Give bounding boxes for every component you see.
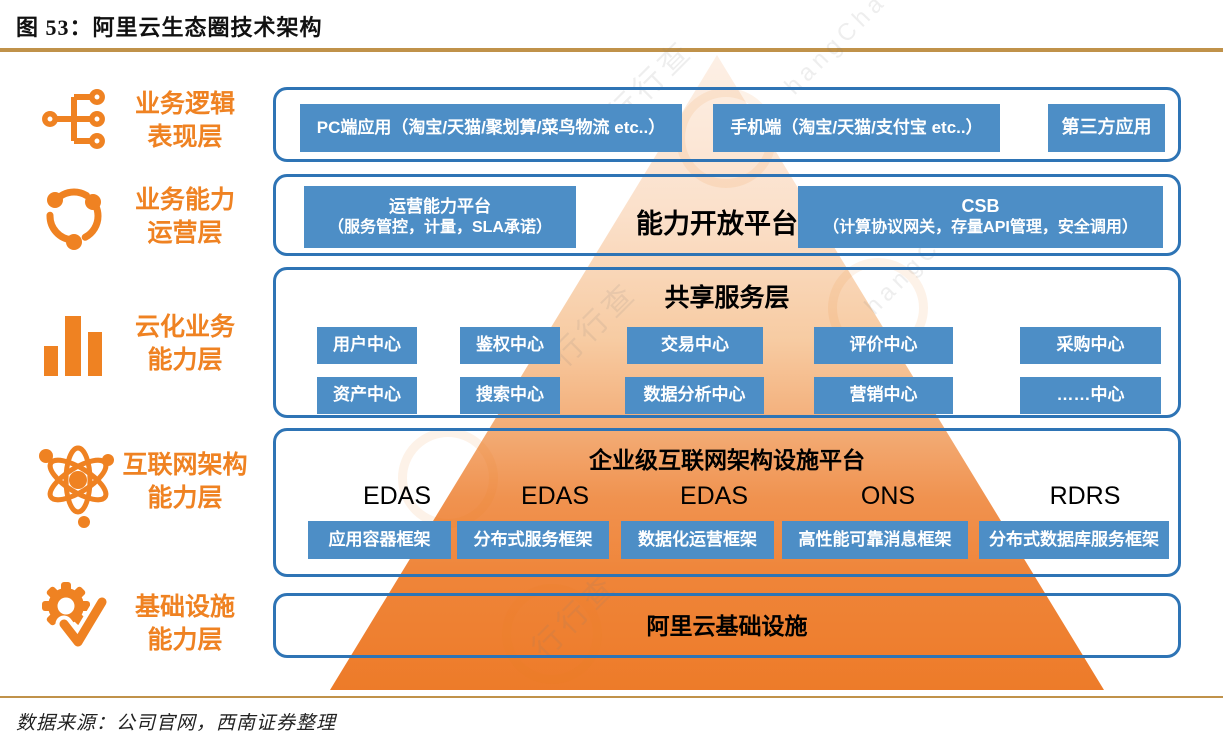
product-label: ONS [860, 482, 916, 510]
app-box-pc: PC端应用（淘宝/天猫/聚划算/菜鸟物流 etc..） [300, 104, 682, 152]
service-center-box: 评价中心 [814, 327, 953, 364]
layer-label-cloud-business: 云化业务 能力层 [134, 313, 235, 374]
framework-box: 高性能可靠消息框架 [782, 521, 968, 559]
cycle-sync-icon [46, 188, 102, 250]
framework-box: 分布式数据库服务框架 [979, 521, 1169, 559]
tree-network-icon [42, 89, 105, 149]
framework-box: 分布式服务框架 [457, 521, 609, 559]
service-center-box: 鉴权中心 [460, 327, 560, 364]
product-label: EDAS [520, 482, 590, 510]
operation-platform-box: 运营能力平台 （服务管控，计量，SLA承诺） [304, 186, 576, 248]
service-center-box: 资产中心 [317, 377, 417, 414]
service-center-box: 数据分析中心 [625, 377, 764, 414]
csb-box: CSB （计算协议网关，存量API管理，安全调用） [798, 186, 1163, 248]
service-center-box: 营销中心 [814, 377, 953, 414]
panel-operation-layer [273, 174, 1181, 256]
footer-divider [0, 696, 1223, 698]
service-center-box: 搜索中心 [460, 377, 560, 414]
panel-infrastructure-layer [273, 593, 1181, 658]
title-divider [0, 48, 1223, 52]
product-label: RDRS [1049, 482, 1121, 510]
bar-chart-icon [44, 316, 102, 376]
app-box-thirdparty: 第三方应用 [1048, 104, 1165, 152]
panel-presentation-layer [273, 87, 1181, 162]
service-center-box: 采购中心 [1020, 327, 1161, 364]
alicloud-infrastructure-banner: 阿里云基础设施 [646, 613, 808, 639]
service-center-box: ……中心 [1020, 377, 1161, 414]
figure-title: 图 53：阿里云生态圈技术架构 [16, 15, 323, 40]
gear-check-icon [42, 582, 111, 651]
atom-icon [39, 445, 114, 528]
layer-label-operation: 业务能力 运营层 [134, 186, 235, 247]
layer-label-presentation: 业务逻辑 表现层 [134, 90, 235, 151]
panel-shared-services-layer [273, 267, 1181, 418]
internet-arch-header: 企业级互联网架构设施平台 [589, 447, 865, 473]
source-note: 数据来源：公司官网，西南证券整理 [16, 713, 337, 734]
service-center-box: 交易中心 [627, 327, 763, 364]
shared-services-header: 共享服务层 [664, 284, 790, 312]
product-label: EDAS [679, 482, 749, 510]
capability-open-platform-title: 能力开放平台 [636, 209, 798, 239]
layer-label-internet-arch: 互联网架构 能力层 [122, 451, 248, 512]
layer-label-infrastructure: 基础设施 能力层 [134, 593, 235, 654]
app-box-mobile: 手机端（淘宝/天猫/支付宝 etc..） [713, 104, 1000, 152]
product-label: EDAS [362, 482, 432, 510]
framework-box: 数据化运营框架 [621, 521, 774, 559]
panel-internet-arch-layer [273, 428, 1181, 577]
watermark-ring [502, 584, 602, 684]
service-center-box: 用户中心 [317, 327, 417, 364]
framework-box: 应用容器框架 [308, 521, 451, 559]
